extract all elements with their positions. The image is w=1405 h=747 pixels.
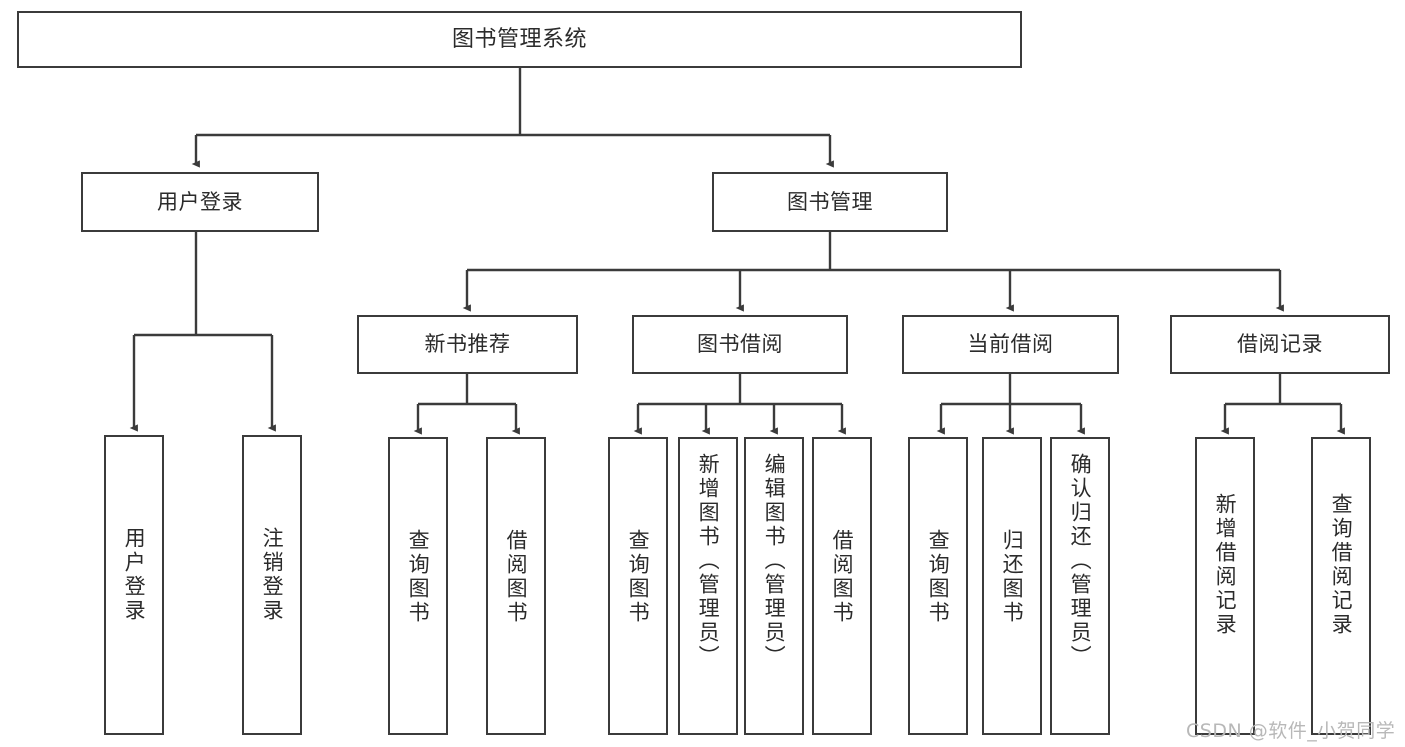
leaf-borrow-borrow-book[interactable]: 借阅图书 (812, 437, 872, 735)
node-label: 借阅图书 (504, 529, 529, 625)
node-label: 查询图书 (926, 529, 951, 625)
node-label: 图书借阅 (697, 332, 783, 357)
node-book-management[interactable]: 图书管理 (712, 172, 948, 232)
node-book-borrow[interactable]: 图书借阅 (632, 315, 848, 374)
leaf-borrow-add-book-admin[interactable]: 新增图书（管理员） (678, 437, 738, 735)
node-label: 新增图书（管理员） (696, 453, 721, 669)
node-label: 归还图书 (1000, 529, 1025, 625)
node-label: 当前借阅 (967, 332, 1054, 357)
leaf-new-book-query[interactable]: 查询图书 (388, 437, 448, 735)
node-label: 编辑图书（管理员） (762, 453, 787, 669)
leaf-borrow-edit-book-admin[interactable]: 编辑图书（管理员） (744, 437, 804, 735)
node-label: 图书管理系统 (451, 26, 587, 52)
node-current-borrow[interactable]: 当前借阅 (902, 315, 1119, 374)
node-label: 查询借阅记录 (1329, 493, 1354, 637)
node-borrow-records[interactable]: 借阅记录 (1170, 315, 1390, 374)
node-user-login[interactable]: 用户登录 (81, 172, 319, 232)
node-label: 查询图书 (406, 529, 431, 625)
leaf-records-query-record[interactable]: 查询借阅记录 (1311, 437, 1371, 735)
leaf-current-return-book[interactable]: 归还图书 (982, 437, 1042, 735)
leaf-borrow-query-book[interactable]: 查询图书 (608, 437, 668, 735)
node-label: 借阅图书 (830, 529, 855, 625)
leaf-current-query-book[interactable]: 查询图书 (908, 437, 968, 735)
node-label: 新书推荐 (424, 332, 511, 357)
node-label: 查询图书 (626, 529, 651, 625)
leaf-records-add-record[interactable]: 新增借阅记录 (1195, 437, 1255, 735)
leaf-current-confirm-return-admin[interactable]: 确认归还（管理员） (1050, 437, 1110, 735)
leaf-user-logout[interactable]: 注销登录 (242, 435, 302, 735)
node-label: 借阅记录 (1237, 332, 1323, 357)
node-root-system[interactable]: 图书管理系统 (17, 11, 1022, 68)
node-label: 用户登录 (157, 189, 243, 214)
leaf-user-login[interactable]: 用户登录 (104, 435, 164, 735)
node-label: 图书管理 (787, 189, 873, 214)
node-label: 注销登录 (260, 527, 285, 623)
node-label: 新增借阅记录 (1213, 493, 1238, 637)
leaf-new-book-borrow[interactable]: 借阅图书 (486, 437, 546, 735)
node-label: 用户登录 (122, 527, 147, 623)
node-label: 确认归还（管理员） (1068, 453, 1093, 669)
node-new-book-recommend[interactable]: 新书推荐 (357, 315, 578, 374)
